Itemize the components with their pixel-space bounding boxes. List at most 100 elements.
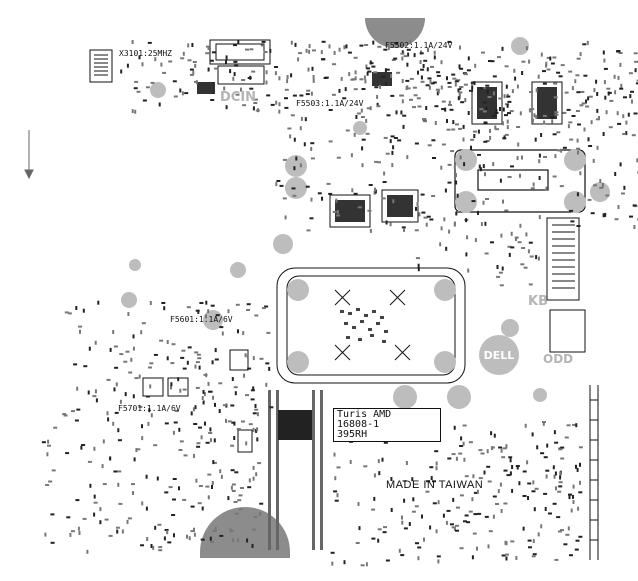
smd-part	[365, 64, 368, 69]
smd-part	[588, 145, 593, 147]
smd-part	[456, 211, 461, 213]
smd-part	[86, 549, 89, 554]
smd-part	[312, 49, 316, 52]
smd-part	[321, 196, 323, 201]
smd-part	[507, 100, 512, 103]
smd-part	[625, 120, 628, 125]
smd-part	[601, 183, 604, 187]
smd-part	[210, 99, 215, 101]
smd-part	[444, 107, 447, 112]
smd-part	[265, 70, 268, 75]
smd-part	[260, 44, 265, 47]
smd-part	[599, 179, 602, 183]
smd-part	[118, 502, 123, 505]
smd-part	[368, 184, 373, 186]
smd-part	[520, 263, 525, 266]
smd-part	[391, 59, 396, 61]
smd-part	[451, 128, 456, 131]
smd-part	[361, 138, 366, 141]
smd-part	[333, 51, 336, 55]
smd-part	[568, 493, 572, 496]
smd-part	[205, 300, 208, 305]
smd-part	[383, 136, 388, 139]
smd-part	[437, 559, 440, 564]
smd-part	[342, 97, 347, 100]
smd-part	[179, 440, 184, 443]
smd-part	[558, 448, 563, 451]
smd-part	[499, 178, 502, 183]
smd-part	[478, 449, 483, 452]
smd-part	[207, 67, 210, 72]
smd-part	[446, 509, 451, 512]
smd-part	[212, 461, 217, 464]
smd-part	[170, 385, 172, 390]
smd-part	[462, 137, 465, 142]
smd-part	[81, 444, 86, 446]
smd-part	[120, 69, 123, 74]
smd-part	[252, 412, 257, 415]
smd-part	[571, 86, 574, 91]
smd-part	[484, 252, 489, 255]
smd-part	[511, 488, 514, 493]
smd-part	[576, 57, 581, 60]
smd-part	[168, 60, 173, 63]
smd-part	[312, 75, 315, 79]
smd-part	[454, 82, 457, 87]
smd-part	[249, 75, 252, 80]
smd-part	[448, 229, 451, 234]
smd-part	[249, 87, 254, 90]
smd-part	[521, 247, 526, 249]
smd-part	[505, 84, 508, 89]
smd-part	[507, 176, 512, 178]
smd-part	[489, 128, 491, 133]
smd-part	[622, 114, 625, 119]
smd-part	[554, 471, 557, 476]
smd-part	[205, 485, 210, 488]
smd-part	[330, 551, 335, 554]
smd-part	[252, 427, 255, 432]
smd-part	[503, 135, 506, 140]
smd-part	[421, 514, 423, 519]
smd-part	[218, 409, 221, 413]
smd-part	[455, 456, 458, 461]
smd-part	[242, 104, 247, 107]
smd-part	[212, 395, 214, 400]
smd-part	[432, 502, 437, 505]
smd-part	[402, 114, 407, 117]
smd-part	[190, 411, 193, 416]
smd-part	[537, 532, 540, 537]
smd-part	[150, 413, 153, 418]
smd-part	[455, 211, 458, 216]
smd-part	[514, 236, 519, 239]
smd-part	[412, 86, 417, 89]
smd-part	[458, 127, 462, 130]
smd-part	[254, 314, 259, 317]
smd-part	[503, 469, 508, 472]
smd-part	[617, 205, 620, 209]
smd-part	[569, 209, 574, 212]
smd-part	[150, 81, 155, 84]
smd-part	[572, 423, 576, 426]
smd-part	[496, 275, 501, 278]
smd-part	[119, 399, 122, 404]
smd-part	[263, 51, 268, 53]
smd-part	[208, 390, 212, 393]
smd-part	[163, 536, 166, 541]
smd-part	[109, 456, 112, 461]
smd-part	[401, 50, 404, 55]
smd-part	[456, 506, 460, 509]
smd-part	[517, 142, 520, 147]
smd-part	[636, 79, 638, 82]
smd-part	[422, 118, 427, 120]
smd-part	[517, 241, 522, 244]
smd-part	[373, 71, 378, 74]
smd-part	[299, 94, 304, 97]
smd-part	[266, 94, 271, 97]
smd-part	[441, 108, 446, 111]
smd-part	[467, 56, 470, 61]
smd-part	[164, 491, 169, 494]
smd-part	[516, 126, 521, 128]
smd-part	[617, 122, 622, 125]
smd-part	[360, 108, 363, 113]
smd-part	[374, 187, 376, 192]
